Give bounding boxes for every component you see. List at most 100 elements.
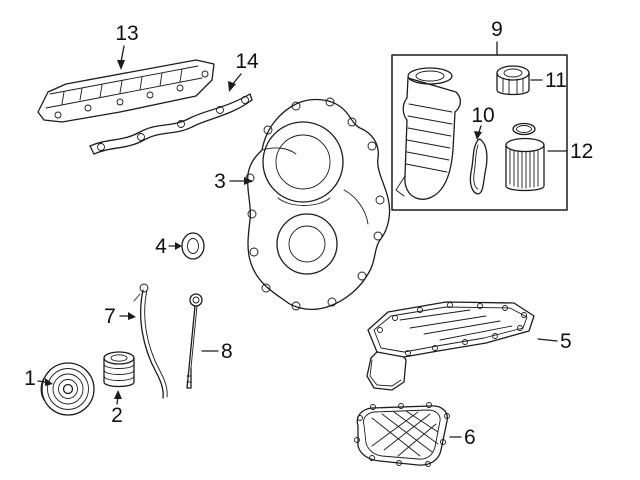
rim-outline (367, 301, 535, 358)
rib-line (405, 163, 448, 173)
leader-arrow-3 (229, 177, 253, 185)
side (505, 144, 545, 192)
casting-line (261, 147, 297, 155)
leader-arrow-4 (168, 242, 182, 250)
rib-line (61, 91, 65, 105)
rib-line (406, 139, 451, 149)
valve-cover-gasket-drawing (89, 93, 253, 155)
dipstick-tube-drawing (133, 283, 168, 399)
leader-line-5 (537, 338, 558, 342)
casting-line (277, 197, 331, 206)
filter-assembly-box (391, 54, 568, 211)
lower-oil-pan-drawing (354, 402, 450, 467)
rib-line (406, 151, 450, 161)
rim (41, 362, 95, 416)
top-inner (110, 354, 128, 362)
rib-line (179, 68, 183, 83)
callout-11[interactable]: 11 (545, 69, 567, 92)
center-bore (62, 383, 74, 395)
groove (103, 369, 135, 375)
leader-arrow-13 (117, 45, 125, 70)
oil-filter-element-drawing (505, 137, 545, 192)
rod (188, 305, 196, 369)
bolt-holes (245, 97, 385, 311)
outline (402, 77, 462, 200)
crankshaft-pulley-drawing (40, 362, 95, 416)
oil-filter-housing-drawing (395, 67, 462, 200)
bolt-holes (54, 70, 209, 119)
o-ring-drawing (512, 122, 536, 136)
casting-line (343, 189, 369, 225)
bracket (133, 293, 141, 302)
filter-cap-drawing (496, 65, 530, 96)
outline (37, 59, 215, 123)
rim-inner (373, 306, 528, 353)
inner-line (473, 144, 479, 190)
dipstick-drawing (186, 293, 203, 389)
outline (246, 98, 391, 311)
filter-housing-gasket-drawing (469, 138, 488, 195)
inner (187, 238, 199, 254)
handle-ring (189, 293, 203, 307)
lower-opening (276, 213, 338, 275)
bolt-holes (377, 302, 527, 356)
knurl (502, 77, 524, 95)
callout-1[interactable]: 1 (24, 367, 36, 390)
callout-10[interactable]: 10 (471, 104, 494, 127)
bolt-tabs (354, 402, 450, 467)
outline (181, 232, 205, 260)
callout-14[interactable]: 14 (235, 50, 259, 73)
callout-4[interactable]: 4 (155, 235, 167, 258)
outline (89, 93, 251, 147)
hub (58, 379, 78, 399)
sump-line (369, 359, 402, 387)
end-cap (89, 145, 95, 155)
side (103, 357, 135, 388)
groove (103, 375, 135, 381)
top-rim-inner (415, 70, 445, 82)
baffle-lines (399, 309, 513, 341)
callout-5[interactable]: 5 (560, 330, 572, 353)
blade (186, 367, 192, 389)
rib-line (407, 115, 453, 125)
callout-12[interactable]: 12 (570, 140, 593, 163)
groove (47, 368, 89, 410)
level-mark (186, 375, 192, 383)
callout-3[interactable]: 3 (214, 170, 226, 193)
callout-8[interactable]: 8 (221, 340, 233, 363)
top-rim (407, 67, 453, 85)
lower-opening-inner (288, 225, 326, 263)
upper-opening-inner (275, 134, 331, 190)
leader-arrow-10 (474, 125, 482, 140)
leader-arrow-14 (228, 73, 242, 92)
flange (395, 175, 406, 197)
bolt-holes (97, 96, 249, 151)
rib-line (408, 103, 453, 113)
inner (516, 125, 532, 133)
callout-13[interactable]: 13 (115, 22, 138, 45)
leader-arrow-1 (37, 378, 53, 386)
outer (512, 122, 536, 136)
groove (52, 373, 84, 405)
sump (366, 351, 407, 391)
callout-7[interactable]: 7 (104, 305, 116, 328)
crankshaft-seal-drawing (181, 232, 205, 260)
rib-line (45, 77, 203, 109)
callout-6[interactable]: 6 (464, 426, 476, 449)
inner-line (363, 409, 441, 460)
rib-line (407, 127, 452, 137)
vibration-damper-drawing (103, 351, 135, 388)
callout-2[interactable]: 2 (111, 404, 123, 427)
mount-eyelet (139, 283, 149, 293)
valve-cover-drawing (37, 59, 215, 123)
top-inner (503, 68, 523, 78)
rib-line (49, 65, 199, 95)
tube (144, 289, 168, 398)
rib-line (79, 87, 83, 101)
leader-arrow-7 (119, 312, 136, 320)
groove (103, 363, 135, 369)
top-rim (103, 351, 135, 365)
end-cap (249, 93, 253, 101)
callout-9[interactable]: 9 (491, 18, 503, 41)
